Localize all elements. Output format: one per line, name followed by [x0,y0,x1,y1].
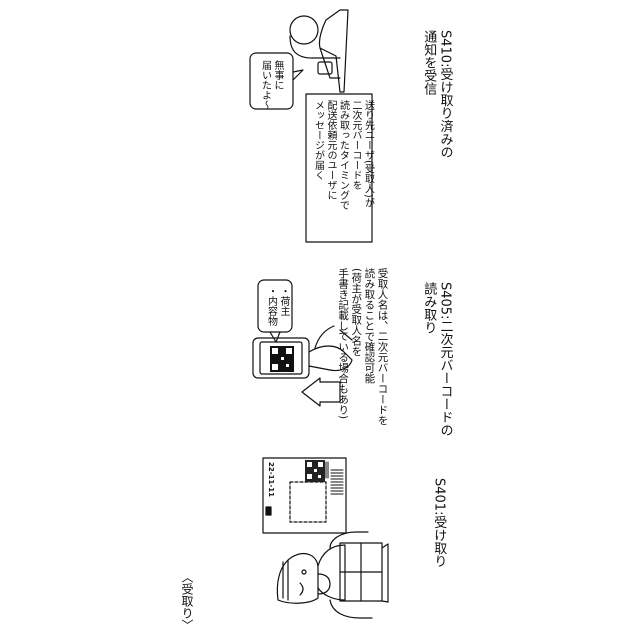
speech-text-contents: ・荷主 ・内容物 [264,286,289,326]
delivery-person-icon [277,532,372,618]
speech-text-delivered: 無事に 届いたよ〜 [258,60,283,110]
shipping-label-icon [263,458,346,533]
step-s410-caption: S410:受け取り済みの 通知を受信 [420,30,453,158]
screen-qr-code-icon [270,346,294,372]
step-s401-caption: S401:受け取り [430,478,446,567]
label-date: 22-11-11 [266,462,275,497]
step-s405-caption: S405:二次元バーコードの 読み取り [420,282,453,436]
step-s405-note: 受取人名は、二次元バーコードを 読み取ることで確認可能 (荷主が受取人名を 手書… [336,268,389,426]
parcel-box-icon [340,543,388,602]
flow-arrow-icon [302,378,340,406]
label-qr-code-icon [305,460,325,482]
message-box-text: 送り先ユーザ(受取人)が 二次元バーコードを 読み取ったタイミングで 配送依頼元… [311,100,374,210]
recipient-person-icon [290,10,348,92]
section-title: 〈受取り〉 [179,571,194,631]
